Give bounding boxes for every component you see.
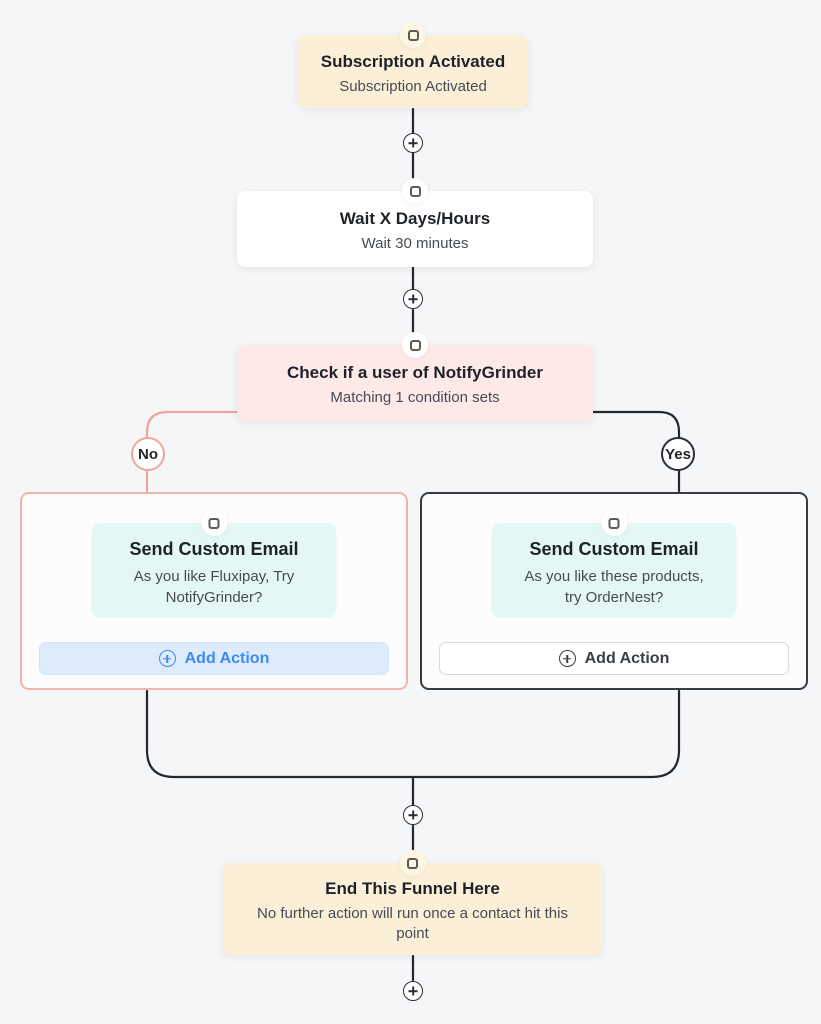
- trigger-badge: [400, 22, 426, 48]
- wait-title: Wait X Days/Hours: [339, 209, 491, 228]
- email-yes-subtitle: As you like these products, try OrderNes…: [524, 568, 704, 606]
- condition-title: Check if a user of NotifyGrinder: [287, 363, 543, 382]
- add-step-button-2[interactable]: [403, 289, 423, 309]
- email-card-yes[interactable]: Send Custom Email As you like these prod…: [420, 492, 808, 690]
- end-node[interactable]: End This Funnel Here No further action w…: [223, 850, 602, 955]
- email-yes-title: Send Custom Email: [529, 539, 699, 559]
- trigger-subtitle: Subscription Activated: [339, 78, 487, 95]
- plus-icon: [158, 650, 176, 667]
- email-no-badge: [201, 510, 227, 536]
- square-icon: [407, 857, 418, 869]
- square-icon: [409, 185, 421, 197]
- wait-node[interactable]: Wait X Days/Hours Wait 30 minutes: [237, 178, 593, 267]
- add-action-label: Add Action: [184, 649, 270, 667]
- plus-icon: [558, 650, 576, 667]
- end-subtitle: No further action will run once a contac…: [257, 905, 568, 942]
- trigger-node[interactable]: Subscription Activated Subscription Acti…: [298, 22, 528, 108]
- email-node-yes[interactable]: Send Custom Email As you like these prod…: [491, 510, 737, 618]
- add-step-button-1[interactable]: [403, 133, 423, 153]
- condition-subtitle: Matching 1 condition sets: [330, 389, 500, 406]
- branch-label-no: No: [131, 437, 165, 471]
- condition-badge: [402, 332, 428, 358]
- add-step-button-3[interactable]: [403, 805, 423, 825]
- email-no-subtitle: As you like Fluxipay, Try NotifyGrinder?: [133, 568, 295, 606]
- add-step-button-4[interactable]: [403, 981, 423, 1001]
- end-title: End This Funnel Here: [325, 879, 500, 898]
- square-icon: [208, 517, 220, 529]
- email-card-no[interactable]: Send Custom Email As you like Fluxipay, …: [20, 492, 408, 690]
- square-icon: [407, 29, 419, 41]
- add-action-button-no[interactable]: Add Action: [39, 642, 389, 675]
- square-icon: [608, 517, 620, 529]
- email-no-title: Send Custom Email: [129, 539, 299, 559]
- wait-subtitle: Wait 30 minutes: [361, 235, 469, 252]
- email-node-no[interactable]: Send Custom Email As you like Fluxipay, …: [91, 510, 337, 618]
- square-icon: [409, 339, 421, 351]
- condition-node[interactable]: Check if a user of NotifyGrinder Matchin…: [237, 332, 593, 421]
- add-action-label: Add Action: [584, 649, 670, 667]
- wait-badge: [402, 178, 428, 204]
- add-action-button-yes[interactable]: Add Action: [439, 642, 789, 675]
- end-badge: [399, 850, 426, 876]
- branch-label-yes: Yes: [661, 437, 695, 471]
- email-yes-badge: [601, 510, 627, 536]
- trigger-title: Subscription Activated: [320, 52, 506, 71]
